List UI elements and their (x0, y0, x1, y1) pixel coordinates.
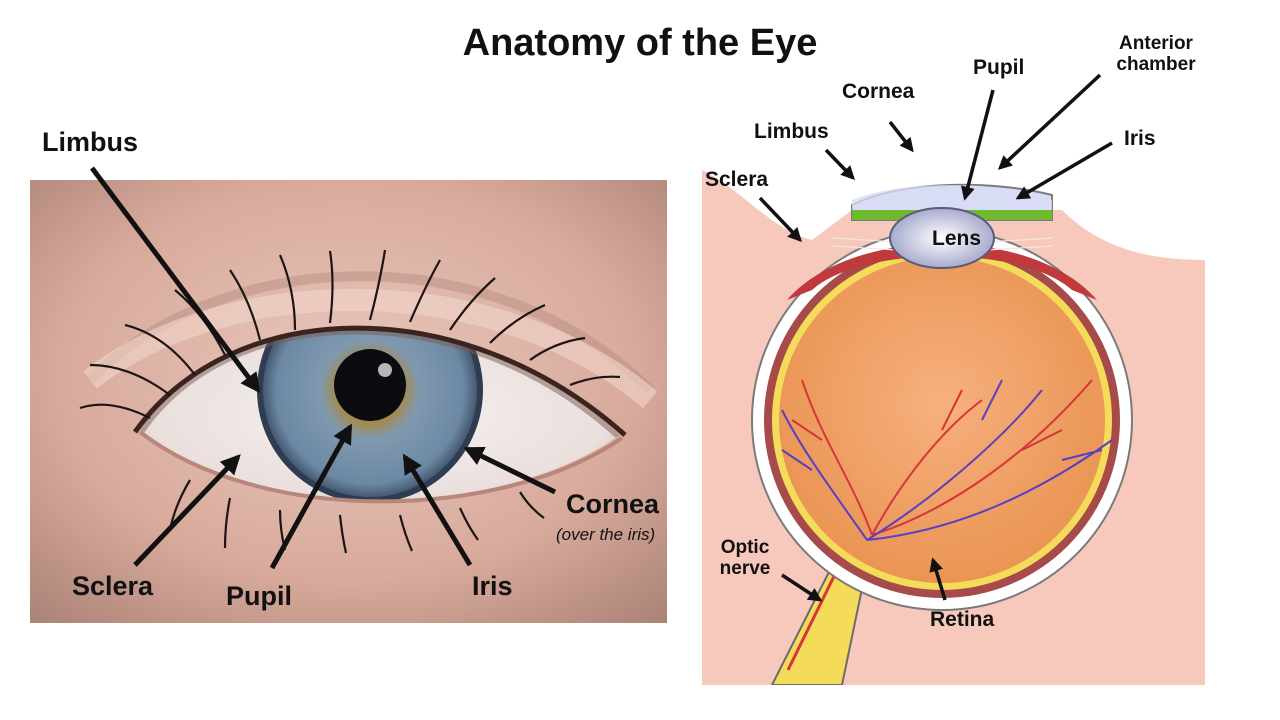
label-optic-nerve-diagram: Optic nerve (719, 537, 771, 579)
eye-cross-section-diagram (702, 150, 1205, 685)
label-sclera-photo: Sclera (72, 571, 154, 601)
label-pupil-diagram: Pupil (973, 56, 1025, 79)
label-cornea-photo: Cornea (566, 489, 660, 519)
label-pupil-photo: Pupil (226, 581, 292, 611)
label-iris-diagram: Iris (1124, 127, 1156, 150)
label-anterior-chamber-diagram: Anterior chamber (1116, 33, 1196, 75)
label-iris-photo: Iris (472, 571, 513, 601)
eye-photo-illustration (30, 180, 667, 623)
cross-section-illustration (702, 170, 1205, 685)
label-limbus-photo: Limbus (42, 127, 139, 157)
label-sclera-diagram: Sclera (705, 168, 769, 191)
label-limbus-diagram: Limbus (754, 120, 829, 143)
arrow-cornea-diagram (888, 120, 914, 153)
page-title: Anatomy of the Eye (462, 22, 818, 64)
label-lens-diagram: Lens (932, 227, 982, 250)
label-retina-diagram: Retina (930, 608, 995, 631)
label-cornea-note: (over the iris) (556, 525, 656, 544)
label-cornea-diagram: Cornea (842, 80, 915, 103)
eye-photo (30, 180, 667, 623)
